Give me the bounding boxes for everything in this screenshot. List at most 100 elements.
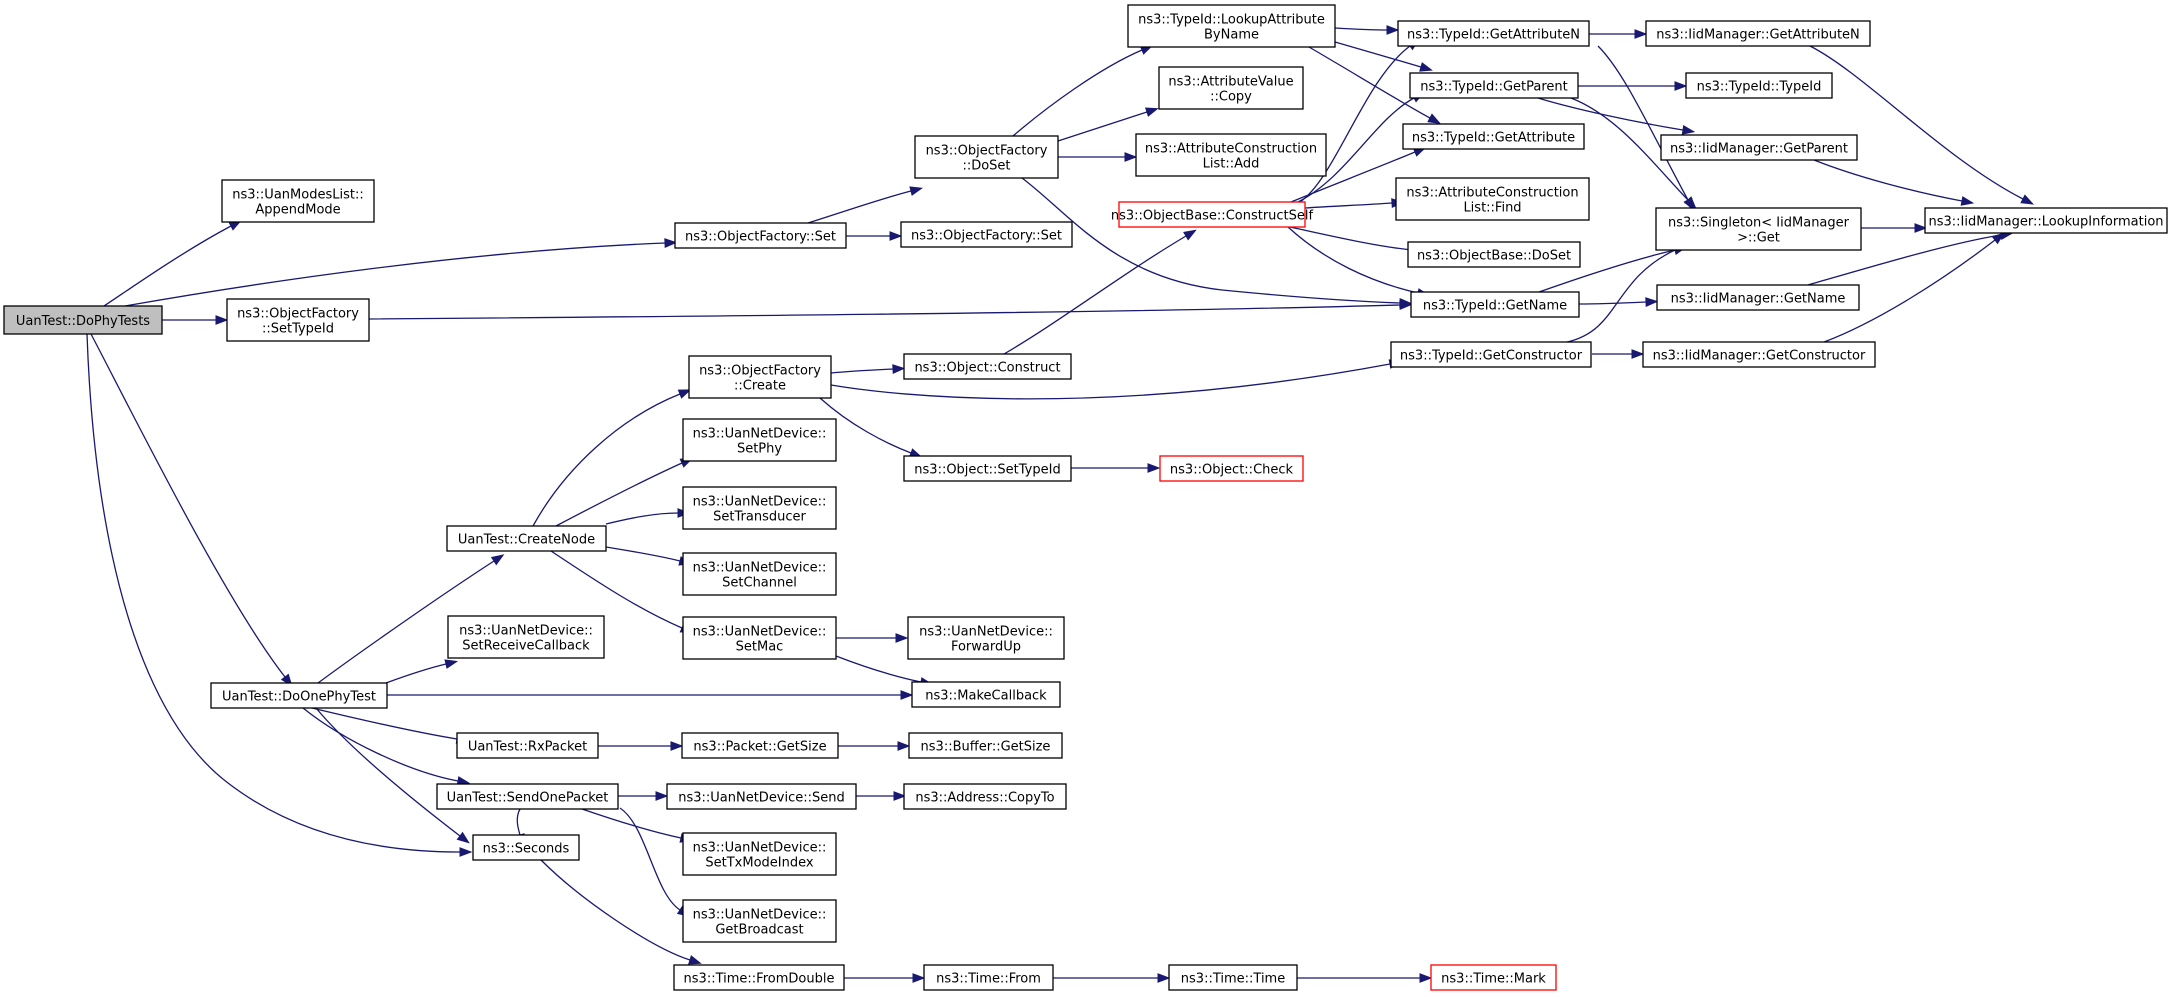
node-ns3-time-time[interactable]: ns3::Time::Time: [1168, 964, 1298, 991]
edge-line: [555, 462, 683, 527]
edge-line: [315, 707, 461, 837]
node-box: [1409, 72, 1579, 99]
node-ns3-objectfactory-create[interactable]: ns3::ObjectFactory::Create: [688, 355, 832, 399]
node-box: [1159, 455, 1304, 482]
node-ns3-uannetdevice-send[interactable]: ns3::UanNetDevice::Send: [666, 783, 857, 810]
node-ns3-seconds[interactable]: ns3::Seconds: [472, 834, 580, 861]
node-ns3-iidmanager-lookupinformation[interactable]: ns3::IidManager::LookupInformation: [1924, 207, 2168, 234]
node-ns3-typeid-getattribute[interactable]: ns3::TypeId::GetAttribute: [1402, 123, 1585, 150]
node-ns3-typeid-typeid[interactable]: ns3::TypeId::TypeId: [1685, 72, 1833, 99]
node-label: ns3::UanNetDevice::: [693, 841, 827, 856]
node-ns3-address-copyto[interactable]: ns3::Address::CopyTo: [903, 783, 1067, 810]
edge-arrowhead: [670, 741, 684, 751]
node-ns3-typeid-getattributen[interactable]: ns3::TypeId::GetAttributeN: [1397, 20, 1590, 47]
node-ns3-typeid-getparent[interactable]: ns3::TypeId::GetParent: [1409, 72, 1579, 99]
node-label: ns3::UanNetDevice::: [693, 427, 827, 442]
node-label: ns3::TypeId::GetParent: [1420, 80, 1568, 95]
node-ns3-makecallback[interactable]: ns3::MakeCallback: [911, 681, 1061, 708]
node-ns3-objectbase-constructself[interactable]: ns3::ObjectBase::ConstructSelf: [1111, 201, 1314, 228]
node-box: [1660, 134, 1858, 161]
node-ns3-time-fromdouble[interactable]: ns3::Time::FromDouble: [673, 964, 845, 991]
edge-n15-n16: [1578, 297, 1659, 307]
node-ns3-uannetdevice-setmac[interactable]: ns3::UanNetDevice::SetMac: [682, 616, 837, 660]
node-box: [1397, 20, 1590, 47]
edge-n19-n40: [302, 707, 471, 786]
edge-n3-n15: [1021, 177, 1413, 308]
edge-line: [1809, 45, 2024, 200]
edge-n10-n11: [1537, 97, 1696, 135]
node-ns3-typeid-getconstructor[interactable]: ns3::TypeId::GetConstructor: [1390, 341, 1592, 368]
node-label: SetChannel: [722, 576, 797, 591]
node-uantest-createnode[interactable]: UanTest::CreateNode: [446, 525, 607, 552]
node-ns3-packet-getsize[interactable]: ns3::Packet::GetSize: [681, 732, 839, 759]
node-ns3-attributevalue-copy[interactable]: ns3::AttributeValue::Copy: [1158, 66, 1304, 110]
edge-line: [311, 707, 458, 740]
edge-arrowhead: [1914, 223, 1928, 233]
edge-line: [619, 807, 681, 911]
node-ns3-uannetdevice-setchannel[interactable]: ns3::UanNetDevice::SetChannel: [682, 552, 837, 596]
node-ns3-iidmanager-getattributen[interactable]: ns3::IidManager::GetAttributeN: [1645, 20, 1871, 47]
edge-arrowhead: [1634, 29, 1648, 39]
node-ns3-uannetdevice-getbroadcast[interactable]: ns3::UanNetDevice::GetBroadcast: [682, 899, 837, 943]
edge-n20-n31: [605, 508, 691, 525]
node-ns3-uannetdevice-forwardup[interactable]: ns3::UanNetDevice::ForwardUp: [907, 616, 1065, 660]
edge-line: [819, 397, 912, 454]
node-ns3-typeid-getname[interactable]: ns3::TypeId::GetName: [1410, 291, 1580, 318]
edge-arrowhead: [1419, 62, 1433, 72]
node-ns3-objectfactory-settypeid[interactable]: ns3::ObjectFactory::SetTypeId: [226, 298, 370, 342]
node-ns3-object-settypeid[interactable]: ns3::Object::SetTypeId: [903, 455, 1072, 482]
edge-n19-n20: [317, 554, 505, 684]
edge-n11-n7: [1813, 159, 1975, 206]
node-ns3-objectfactory-doset[interactable]: ns3::ObjectFactory::DoSet: [914, 135, 1059, 179]
node-ns3-iidmanager-getparent[interactable]: ns3::IidManager::GetParent: [1660, 134, 1858, 161]
node-box: [3, 305, 163, 335]
node-ns3-uannetdevice-settxmodeindex[interactable]: ns3::UanNetDevice::SetTxModeIndex: [682, 832, 837, 876]
node-ns3-time-from[interactable]: ns3::Time::From: [923, 964, 1054, 991]
node-box: [682, 486, 837, 530]
node-ns3-uannetdevice-setphy[interactable]: ns3::UanNetDevice::SetPhy: [682, 418, 837, 462]
edge-n4-n10: [1334, 41, 1433, 72]
node-uantest-doonephytest[interactable]: UanTest::DoOnePhyTest: [210, 682, 388, 709]
node-ns3-buffer-getsize[interactable]: ns3::Buffer::GetSize: [908, 732, 1063, 759]
node-uantest-sendonepacket[interactable]: UanTest::SendOnePacket: [436, 783, 619, 810]
edge-n47-n48: [1053, 973, 1171, 983]
edge-line: [86, 333, 461, 853]
node-ns3-singleton-iidmanager-get[interactable]: ns3::Singleton< IidManager>::Get: [1655, 207, 1862, 251]
node-ns3-uanmodeslist-appendmode[interactable]: ns3::UanModesList::AppendMode: [221, 179, 375, 223]
edge-n0-n45: [86, 333, 473, 857]
node-box: [1642, 341, 1876, 368]
node-ns3-objectfactory-set[interactable]: ns3::ObjectFactory::Set: [674, 222, 847, 249]
node-box: [908, 732, 1063, 759]
edge-n2-n3: [807, 186, 924, 224]
edge-line: [1813, 159, 1963, 202]
edge-line: [532, 393, 681, 527]
edge-n19-n36: [385, 659, 459, 684]
edge-line: [1566, 249, 1676, 343]
node-label: ns3::Packet::GetSize: [693, 740, 826, 755]
edge-arrowhead: [895, 633, 909, 643]
node-uantest-dophytests[interactable]: UanTest::DoPhyTests: [3, 305, 163, 335]
node-ns3-objectbase-doset[interactable]: ns3::ObjectBase::DoSet: [1407, 241, 1581, 268]
node-ns3-iidmanager-getconstructor[interactable]: ns3::IidManager::GetConstructor: [1642, 341, 1876, 368]
edge-arrowhead: [1960, 196, 1975, 206]
node-ns3-uannetdevice-settransducer[interactable]: ns3::UanNetDevice::SetTransducer: [682, 486, 837, 530]
node-uantest-rxpacket[interactable]: UanTest::RxPacket: [456, 732, 599, 759]
edge-n2-n17: [846, 231, 903, 241]
node-ns3-uannetdevice-setreceivecallback[interactable]: ns3::UanNetDevice::SetReceiveCallback: [447, 615, 605, 659]
edge-line: [1538, 249, 1676, 293]
edge-n26-n27: [1591, 349, 1645, 359]
node-ns3-object-construct[interactable]: ns3::Object::Construct: [903, 353, 1072, 380]
node-ns3-objectfactory-set[interactable]: ns3::ObjectFactory::Set: [900, 221, 1073, 248]
edge-n0-n1: [103, 220, 242, 307]
node-ns3-time-mark[interactable]: ns3::Time::Mark: [1430, 964, 1557, 991]
node-ns3-object-check[interactable]: ns3::Object::Check: [1159, 455, 1304, 482]
node-box: [682, 418, 837, 462]
edge-arrowhead: [892, 364, 906, 374]
node-ns3-iidmanager-getname[interactable]: ns3::IidManager::GetName: [1656, 284, 1860, 311]
edge-arrowhead: [900, 690, 914, 700]
edge-line: [581, 808, 682, 839]
